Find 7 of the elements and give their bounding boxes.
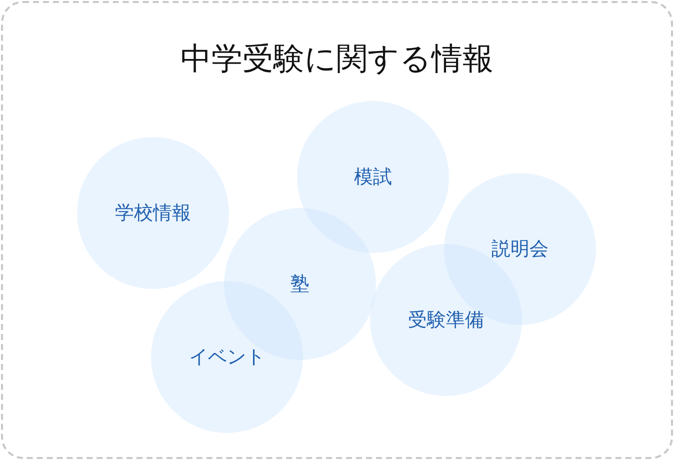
bubble-label: 塾: [290, 272, 310, 297]
bubble-label: 学校情報: [115, 201, 191, 226]
bubble-label: イベント: [189, 345, 265, 370]
bubble-label: 模試: [354, 165, 392, 190]
bubble-label: 受験準備: [408, 308, 484, 333]
bubble-label: 説明会: [492, 237, 548, 262]
title: 中学受験に関する情報: [180, 41, 494, 77]
